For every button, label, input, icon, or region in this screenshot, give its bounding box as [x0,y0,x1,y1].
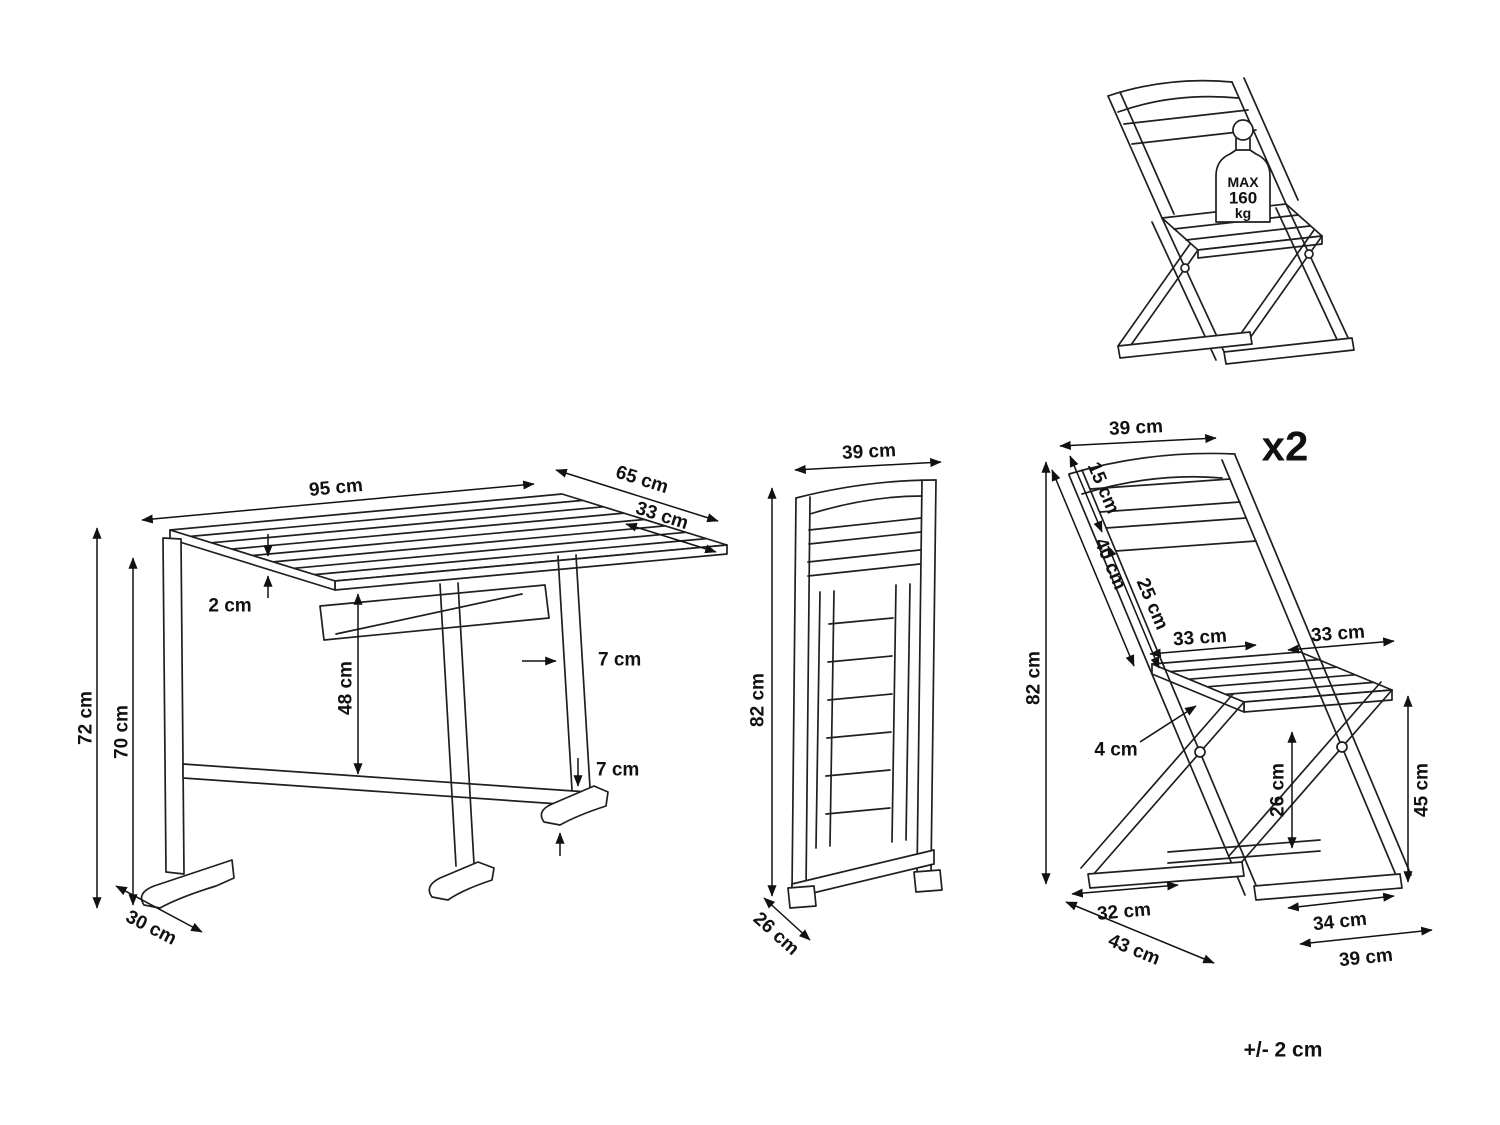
open-chair-rear-foot-bar [1253,873,1403,901]
table-frame [140,537,609,909]
chair-seat-depth-label: 33 cm [1310,622,1365,647]
chair-base-width-dimension: 39 cm [1299,926,1433,972]
chair-total-height-label: 82 cm [1024,651,1045,705]
chair-base-depth-label: 43 cm [1105,930,1163,970]
chair-base-width-label: 39 cm [1338,945,1394,972]
chair-rear-base-width-dimension: 34 cm [1287,892,1395,936]
table-top-depth-label: 65 cm [613,462,671,498]
tolerance-note: +/- 2 cm [1244,1039,1323,1062]
table-top-thickness-dimension: 2 cm [208,534,273,617]
open-chair-drawing: 39 cm x2 15 cm 40 cm 25 cm 33 cm 33 cm [1024,416,1433,971]
table-leg-width-dimension: 7 cm [522,650,641,671]
table-dimensions: 95 cm 65 cm 33 cm 2 cm 72 cm 70 cm [76,462,719,950]
max-load-chair [1107,77,1355,365]
chair-front-base-width-dimension: 32 cm [1071,881,1179,925]
table-top-thickness-label: 2 cm [208,596,251,617]
table-underside-height-dimension: 70 cm [112,557,138,906]
max-load-weight: MAX 160 kg [1215,119,1271,223]
table-underside-height-label: 70 cm [112,705,133,759]
folded-chair-drawing: 39 cm 82 cm 26 cm [748,440,943,960]
table-foot-height-label: 7 cm [596,760,639,781]
max-load-drawing: MAX 160 kg [1107,77,1355,365]
chair-under-seat-label: 26 cm [1268,763,1289,817]
table-foot-height-dimension: 7 cm [555,758,639,856]
quantity-label: x2 [1262,423,1309,470]
table-far-foot [540,785,609,826]
table-top-width-dimension: 95 cm [141,475,535,524]
chair-seat-width-dimension: 33 cm [1149,626,1257,658]
folded-chair-depth-label: 26 cm [749,908,803,960]
chair-seat-width-label: 33 cm [1172,626,1227,651]
weight-body [1215,149,1271,223]
folded-chair-height-label: 82 cm [748,673,769,727]
open-chair-front-foot-bar [1087,861,1245,889]
chair-seat-height-label: 45 cm [1412,763,1433,817]
chair-seat-height-dimension: 45 cm [1403,695,1433,883]
table-total-height-label: 72 cm [76,691,97,745]
chair-under-seat-dimension: 26 cm [1268,731,1297,849]
table-foot-depth-label: 30 cm [122,906,180,949]
table-total-height-dimension: 72 cm [76,527,102,909]
max-load-unit: kg [1235,205,1251,221]
folded-chair-left-foot [787,885,817,909]
chair-back-width-dimension: 39 cm [1059,416,1217,451]
open-chair-left-hinge [1194,746,1206,758]
chair-total-height-dimension: 82 cm [1024,461,1051,885]
chair-seat-thickness-dimension: 4 cm [1094,705,1197,761]
max-load-value: 160 [1229,189,1257,208]
folded-chair-height-dimension: 82 cm [748,487,777,897]
table-stretcher [182,763,589,807]
chair-seat-thickness-label: 4 cm [1094,740,1137,761]
chair-headrest-height-dimension: 15 cm [1069,455,1123,533]
folded-chair-right-foot [913,869,943,893]
table-clearance-height-dimension: 48 cm [336,593,363,775]
table-drawing: 95 cm 65 cm 33 cm 2 cm 72 cm 70 cm [76,462,728,950]
table-left-foot [140,859,235,909]
table-near-foot [428,861,495,901]
folded-chair-width-dimension: 39 cm [794,440,942,474]
chair-back-width-label: 39 cm [1109,416,1164,440]
table-clearance-height-label: 48 cm [336,661,357,715]
chair-back-length-dimension: 40 cm [1051,469,1135,667]
table-top-width-label: 95 cm [308,475,364,501]
folded-chair-frame [787,479,943,909]
weight-knob [1232,119,1254,141]
open-chair-right-hinge [1336,741,1348,753]
open-chair-frame [1068,452,1412,901]
table-leg-width-label: 7 cm [598,650,641,671]
folded-chair-width-label: 39 cm [842,440,897,464]
chair-front-base-width-label: 32 cm [1096,899,1152,925]
chair-seat-depth-dimension: 33 cm [1287,622,1395,654]
chair-rear-base-width-label: 34 cm [1312,909,1368,936]
max-load-max-label: MAX [1227,174,1259,190]
folded-chair-headrest [795,479,937,499]
